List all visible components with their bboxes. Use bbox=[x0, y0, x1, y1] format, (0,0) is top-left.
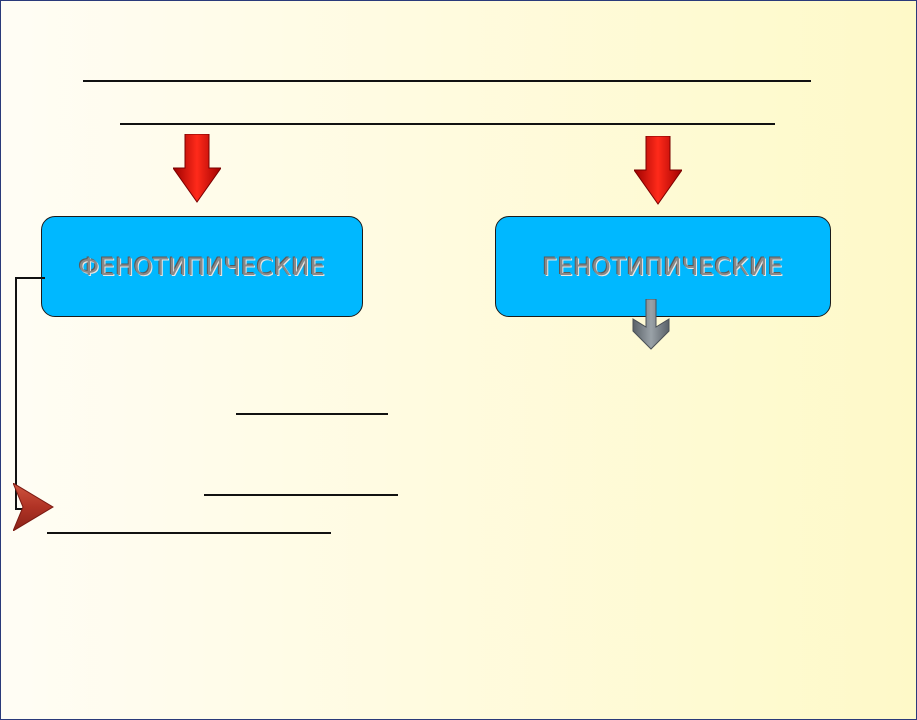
red-down-arrow-icon bbox=[634, 136, 682, 205]
blank-line-1 bbox=[236, 413, 388, 415]
red-down-arrow-icon bbox=[173, 134, 221, 203]
blank-line-3 bbox=[47, 532, 331, 534]
genotypic-box: ГЕНОТИПИЧЕСКИЕ bbox=[495, 216, 831, 317]
red-pointer-arrow-icon bbox=[13, 483, 54, 531]
title-line-1 bbox=[83, 80, 811, 82]
phenotypic-label: ФЕНОТИПИЧЕСКИЕ bbox=[78, 252, 326, 281]
genotypic-label: ГЕНОТИПИЧЕСКИЕ bbox=[542, 252, 784, 281]
phenotypic-box: ФЕНОТИПИЧЕСКИЕ bbox=[41, 216, 363, 317]
title-line-2 bbox=[120, 123, 775, 125]
blank-line-2 bbox=[204, 494, 398, 496]
connector-bracket bbox=[15, 277, 45, 510]
gray-down-arrow-icon bbox=[632, 299, 670, 350]
